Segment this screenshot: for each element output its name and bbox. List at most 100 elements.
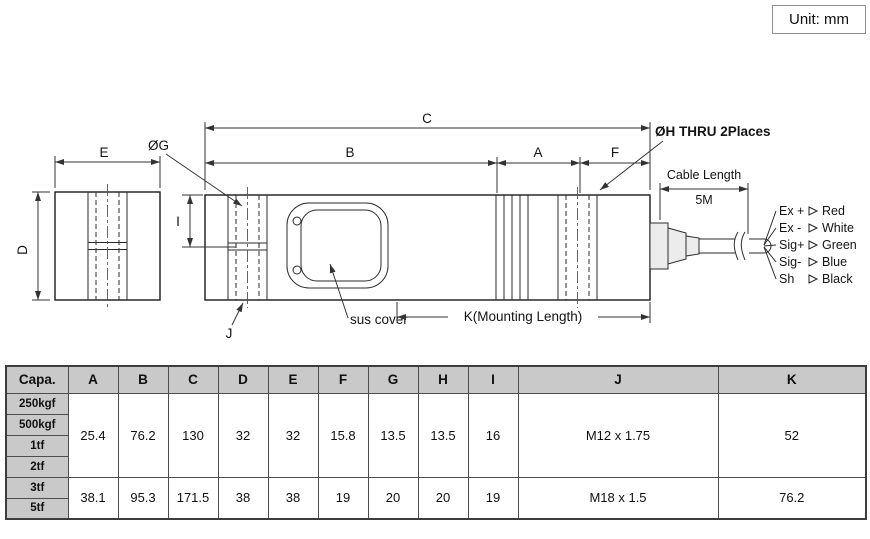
sus-cover-outer [286,202,389,289]
cable-break-mark [740,231,746,261]
dim-value-cell: 38 [267,476,319,520]
dim-value-cell: 32 [217,392,269,478]
wire-row: Sig- Blue [779,255,847,269]
wire-color: Black [822,272,853,286]
column-header: G [367,365,419,394]
wire-color: Green [822,238,857,252]
wire-color: Red [822,204,845,218]
dim-value-cell: 32 [267,392,319,478]
dim-value-cell: M12 x 1.75 [517,392,719,478]
wire-signal: Sh [779,272,794,286]
table-header-row: Capa. A B C D E F G H I J K [5,365,867,394]
column-header: F [317,365,369,394]
dim-value-cell: 38.1 [67,476,119,520]
wire-direction-icon [808,206,819,216]
dimension-cable-length: Cable Length 5M [659,168,749,234]
callout-sus-cover: sus cover [329,263,408,327]
dim-label-i: I [176,214,180,229]
wire-color: Blue [822,255,847,269]
wire-row: Ex - White [779,221,854,235]
unit-box: Unit: mm [772,5,866,34]
table-row: 5tf [5,497,866,520]
sus-cover-inner [300,209,382,282]
dim-value-cell: 16 [467,392,519,478]
column-header-capa: Capa. [5,365,69,394]
callout-G: ØG [148,138,243,207]
cable-gland-tip [685,235,700,257]
dim-value-cell: 13.5 [367,392,419,478]
dim-value-cell: 76.2 [717,476,867,520]
dim-value-cell: 52 [717,392,867,478]
side-view-body [204,194,651,301]
dim-value-cell: 76.2 [117,392,169,478]
capacity-row-header: 500kgf [5,413,69,436]
dim-value-cell: 13.5 [417,392,469,478]
column-header: A [67,365,119,394]
column-header: K [717,365,867,394]
table-row: 1tf [5,434,866,457]
dim-label-a: A [533,145,542,160]
mounting-hole-right [557,187,598,308]
column-header: J [517,365,719,394]
dimension-K: K(Mounting Length) [396,302,651,324]
wire-direction-icon [808,223,819,233]
dim-label-c: C [422,111,432,126]
dimension-BAF: B A F [205,145,650,193]
callout-H: ØH THRU 2Places [599,124,771,191]
column-header: E [267,365,319,394]
wire-row: Sh Black [779,272,853,286]
wire-row: Sig+ Green [779,238,857,252]
dim-value-cell: 95.3 [117,476,169,520]
unit-label: Unit: mm [789,11,849,28]
dim-value-cell: 20 [417,476,469,520]
sus-cover [286,202,389,289]
end-view [54,184,161,308]
dimension-table: Capa. A B C D E F G H I J K 250kgf 25.4 … [5,365,867,520]
cable-gland [649,222,669,270]
column-header: I [467,365,519,394]
wire-signal: Ex - [779,221,801,235]
column-header: H [417,365,469,394]
dim-value-cell: 19 [467,476,519,520]
column-header: B [117,365,169,394]
dim-value-cell: 15.8 [317,392,369,478]
dimension-D: D [15,191,50,301]
dim-label-h: ØH THRU 2Places [655,124,771,139]
wire-row: Ex + Red [779,204,845,218]
dim-value-cell: 20 [367,476,419,520]
capacity-row-header: 2tf [5,455,69,478]
dim-label-b: B [345,145,354,160]
dimension-I: I [176,194,236,248]
dim-value-cell: 130 [167,392,219,478]
cable-gland-taper [667,227,687,265]
dim-label-g: ØG [148,138,169,153]
cable-assembly [649,210,777,280]
sus-cover-label: sus cover [350,312,408,327]
dim-label-k: K(Mounting Length) [464,309,583,324]
dimension-C: C [204,111,651,190]
cable-break-mark [733,231,739,261]
dim-label-f: F [611,145,619,160]
dim-value-cell: M18 x 1.5 [517,476,719,520]
table-row: 250kgf 25.4 76.2 130 32 32 15.8 13.5 13.… [5,392,867,478]
dim-label-e: E [99,145,108,160]
dim-value-cell: 25.4 [67,392,119,478]
wire-direction-icon [808,257,819,267]
mounting-hole-left [495,195,529,300]
side-view [204,187,651,308]
wire-signal: Sig+ [779,238,804,252]
wire-signal: Ex + [779,204,804,218]
capacity-row-header: 250kgf [5,392,69,415]
dim-label-d: D [15,245,30,255]
load-cell-drawing: E D [15,111,857,341]
wire-color: White [822,221,854,235]
wire-legend: Ex + Red Ex - White Sig+ Green Sig- Blue… [779,204,857,286]
wire-signal: Sig- [779,255,801,269]
wire-direction-icon [808,274,819,284]
capacity-row-header: 3tf [5,476,69,499]
column-header: C [167,365,219,394]
dim-value-cell: 171.5 [167,476,219,520]
wire-direction-icon [808,240,819,250]
capacity-row-header: 1tf [5,434,69,457]
